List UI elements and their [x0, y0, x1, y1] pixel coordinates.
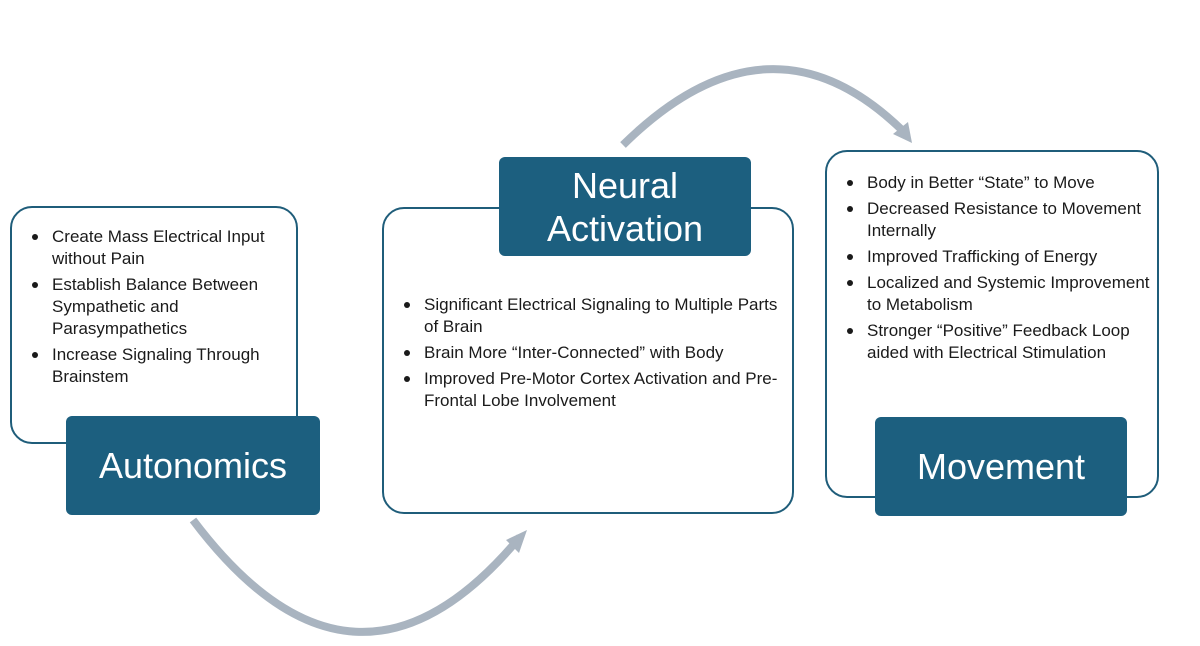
- list-item: Increase Signaling Through Brainstem: [26, 344, 288, 388]
- neural-activation-content-box: Significant Electrical Signaling to Mult…: [382, 207, 794, 514]
- list-item: Decreased Resistance to Movement Interna…: [841, 198, 1151, 242]
- arrow-neural-to-movement: [620, 65, 907, 148]
- list-item: Localized and Systemic Improvement to Me…: [841, 272, 1151, 316]
- arrow-head-movement: [893, 122, 912, 143]
- arrow-head-neural: [506, 530, 527, 553]
- autonomics-content-box: Create Mass Electrical Input without Pai…: [10, 206, 298, 444]
- list-item: Improved Pre-Motor Cortex Activation and…: [398, 368, 784, 412]
- movement-bullet-list: Body in Better “State” to Move Decreased…: [841, 172, 1151, 364]
- list-item: Significant Electrical Signaling to Mult…: [398, 294, 784, 338]
- neural-activation-label: Neural Activation: [499, 157, 751, 256]
- list-item: Brain More “Inter-Connected” with Body: [398, 342, 784, 364]
- autonomics-bullet-list: Create Mass Electrical Input without Pai…: [26, 226, 288, 388]
- list-item: Improved Trafficking of Energy: [841, 246, 1151, 268]
- list-item: Body in Better “State” to Move: [841, 172, 1151, 194]
- autonomics-label: Autonomics: [66, 416, 320, 515]
- list-item: Create Mass Electrical Input without Pai…: [26, 226, 288, 270]
- arrow-autonomics-to-neural: [189, 517, 524, 636]
- movement-label: Movement: [875, 417, 1127, 516]
- list-item: Stronger “Positive” Feedback Loop aided …: [841, 320, 1151, 364]
- neural-activation-bullet-list: Significant Electrical Signaling to Mult…: [398, 294, 784, 412]
- list-item: Establish Balance Between Sympathetic an…: [26, 274, 288, 340]
